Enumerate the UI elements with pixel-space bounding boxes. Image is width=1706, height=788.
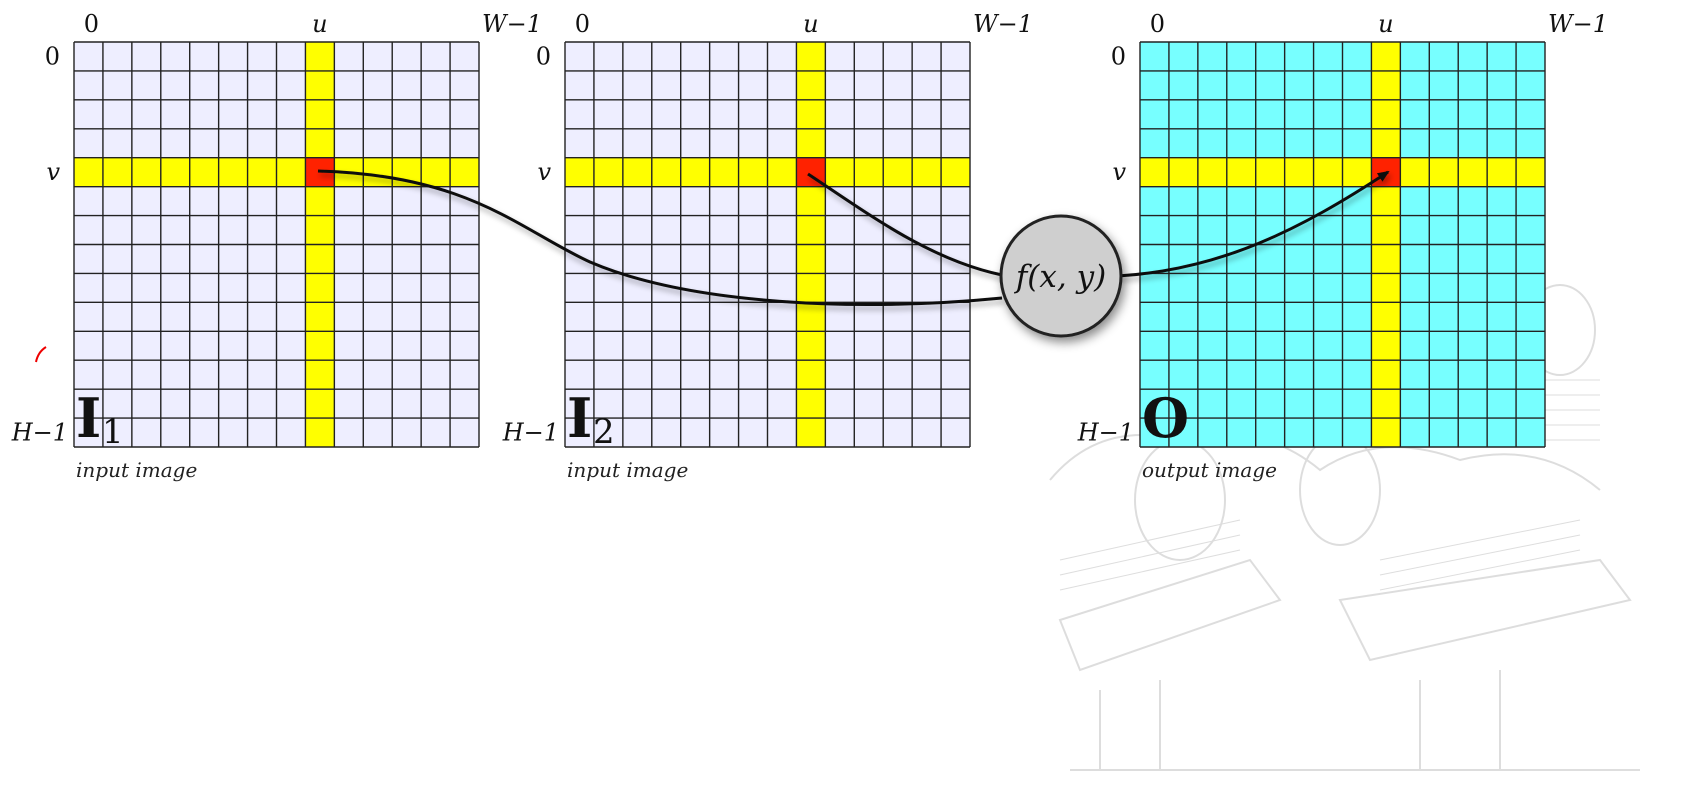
row-end-label: H−1: [11, 419, 68, 447]
image-caption: output image: [1142, 458, 1277, 482]
image-caption: input image: [567, 458, 688, 482]
image-symbol: I: [76, 386, 101, 450]
row-v-label: v: [46, 158, 60, 186]
row-v-label: v: [1112, 158, 1126, 186]
row-end-label: H−1: [502, 419, 559, 447]
row-start-label: 0: [45, 42, 60, 70]
row-start-label: 0: [1111, 42, 1126, 70]
red-pen-mark: [36, 347, 46, 362]
column-u-label: u: [1378, 10, 1393, 38]
column-end-label: W−1: [973, 10, 1033, 38]
image-subscript: 1: [102, 412, 124, 452]
column-end-label: W−1: [482, 10, 542, 38]
image-symbol: O: [1142, 386, 1189, 450]
column-start-label: 0: [84, 10, 99, 38]
row-start-label: 0: [536, 42, 551, 70]
function-node: f(x, y): [1001, 216, 1121, 336]
column-end-label: W−1: [1548, 10, 1608, 38]
column-start-label: 0: [1150, 10, 1165, 38]
image-symbol: I: [567, 386, 592, 450]
column-start-label: 0: [575, 10, 590, 38]
column-u-label: u: [312, 10, 327, 38]
row-end-label: H−1: [1077, 419, 1134, 447]
row-v-label: v: [537, 158, 551, 186]
function-label: f(x, y): [1014, 259, 1106, 295]
image-subscript: 2: [593, 412, 615, 452]
column-u-label: u: [803, 10, 818, 38]
image-caption: input image: [76, 458, 197, 482]
